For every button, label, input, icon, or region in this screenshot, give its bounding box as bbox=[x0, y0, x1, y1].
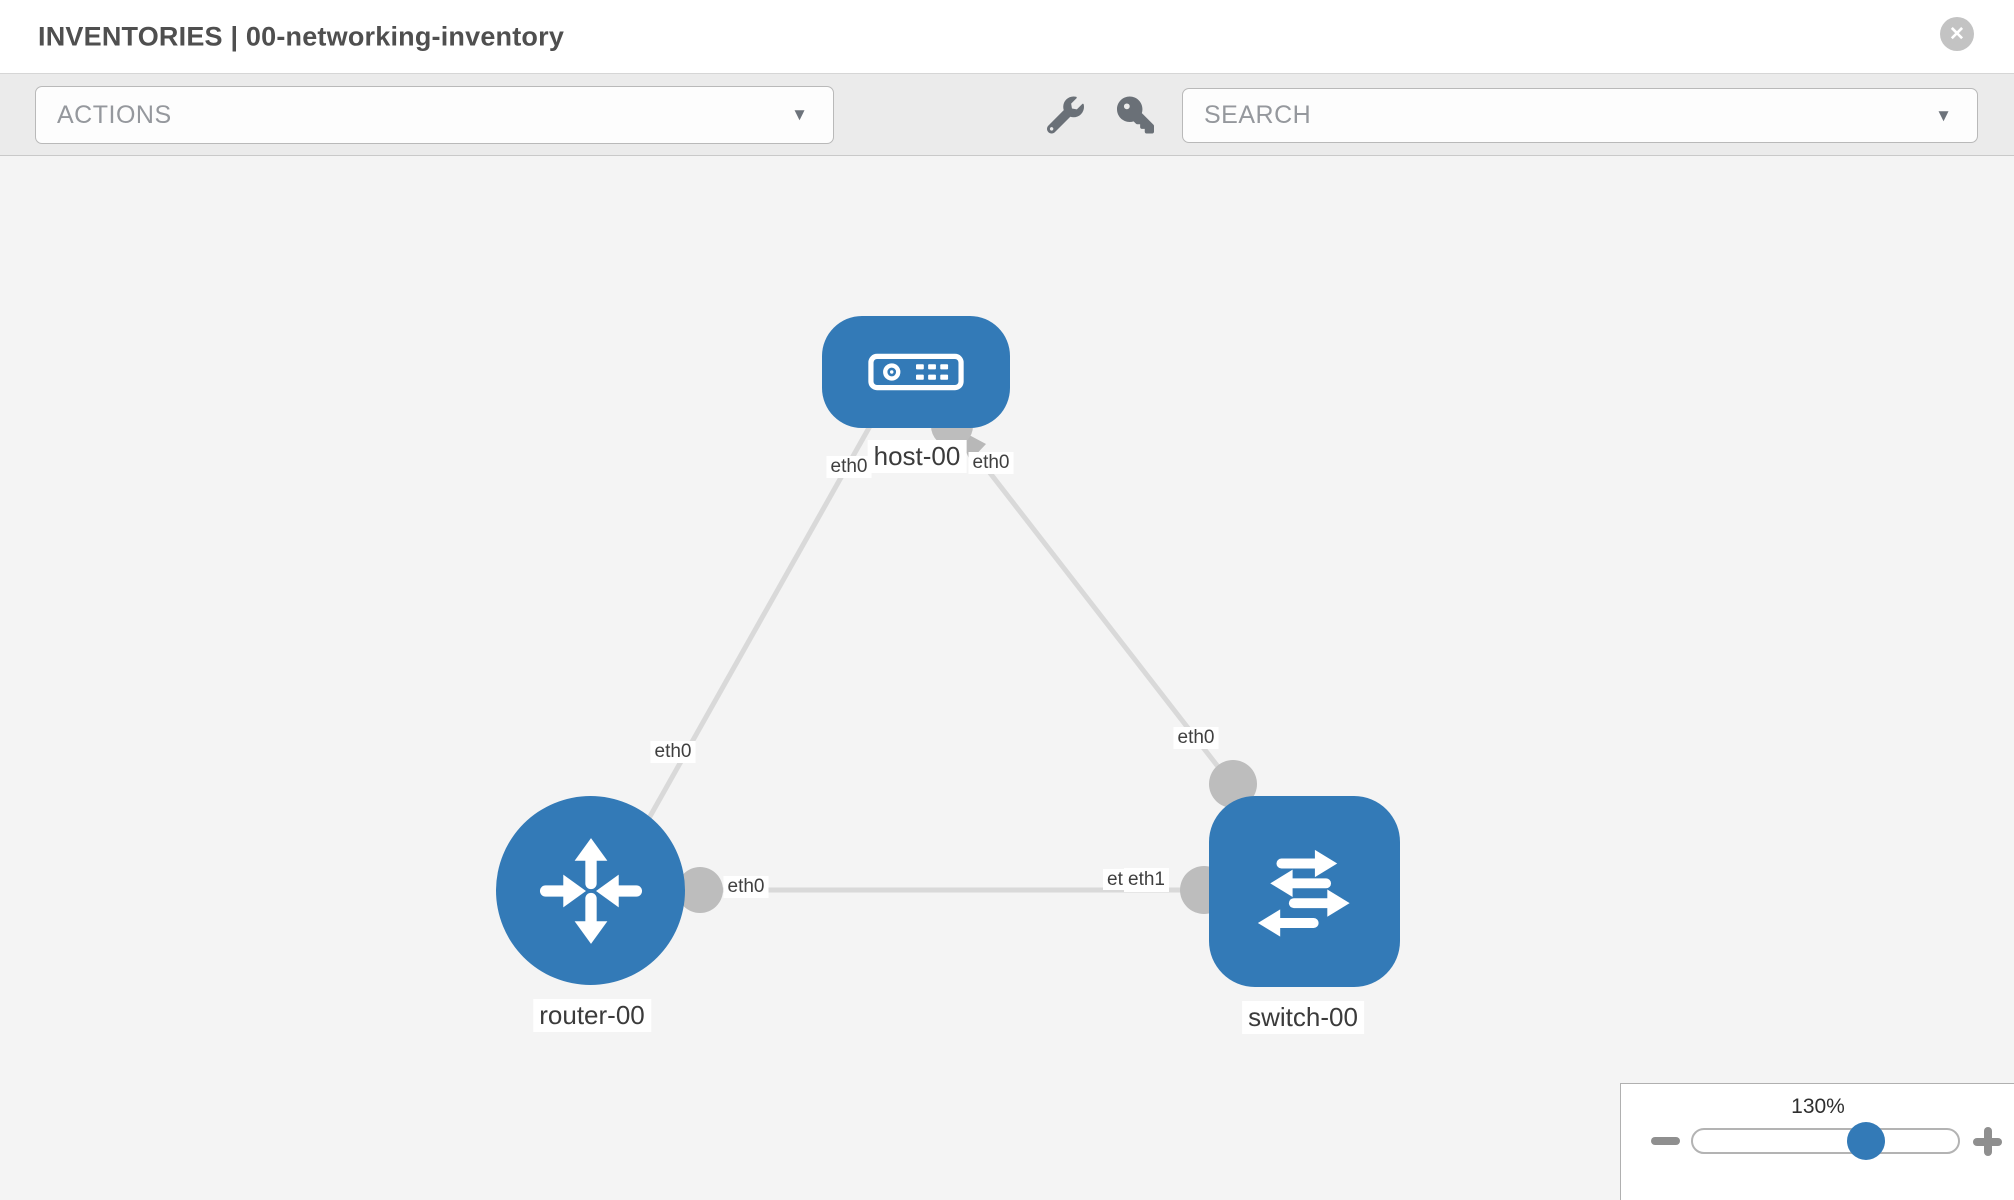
switch-icon bbox=[1257, 849, 1350, 937]
interface-label: eth1 bbox=[1124, 868, 1169, 892]
node-label-switch[interactable]: switch-00 bbox=[1242, 1001, 1364, 1034]
actions-dropdown-label: ACTIONS bbox=[57, 100, 172, 129]
chevron-down-icon: ▼ bbox=[1935, 105, 1952, 125]
port-connector[interactable] bbox=[677, 867, 723, 913]
node-label-host[interactable]: host-00 bbox=[867, 440, 967, 473]
page-title: INVENTORIES | 00-networking-inventory bbox=[38, 21, 565, 51]
interface-label: eth0 bbox=[1173, 727, 1219, 749]
close-icon: ✕ bbox=[1949, 23, 1965, 45]
actions-dropdown[interactable]: ACTIONS ▼ bbox=[35, 86, 834, 144]
search-placeholder: SEARCH bbox=[1204, 101, 1312, 129]
zoom-slider-knob[interactable] bbox=[1847, 1122, 1885, 1160]
topology-canvas[interactable]: host-00 router-00 switch-00 eth0 eth0 et… bbox=[0, 156, 2014, 1200]
node-switch-00[interactable] bbox=[1209, 796, 1400, 987]
link-host-switch[interactable] bbox=[950, 422, 1235, 788]
interface-label: eth0 bbox=[826, 456, 872, 478]
interface-label-overlapping: eth0 eth1 bbox=[1103, 868, 1169, 892]
plus-icon-bar bbox=[1984, 1127, 1992, 1156]
node-label-router[interactable]: router-00 bbox=[533, 999, 651, 1032]
node-router-00[interactable] bbox=[496, 796, 685, 985]
interface-label: eth0 bbox=[723, 876, 769, 898]
toolbar: ACTIONS ▼ SEARCH ▼ bbox=[0, 73, 2014, 156]
links-layer bbox=[645, 405, 1257, 914]
close-button[interactable]: ✕ bbox=[1940, 17, 1974, 51]
node-host-00[interactable] bbox=[822, 316, 1010, 428]
interface-label: eth0 bbox=[968, 452, 1014, 474]
zoom-out-button minus-icon[interactable] bbox=[1651, 1137, 1680, 1145]
wrench-icon[interactable] bbox=[1047, 96, 1084, 133]
host-icon bbox=[868, 353, 964, 391]
zoom-in-button plus-icon[interactable] bbox=[1973, 1127, 2002, 1156]
zoom-panel: 130% bbox=[1620, 1083, 2014, 1200]
zoom-slider-track[interactable] bbox=[1691, 1122, 1960, 1160]
interface-label: eth0 bbox=[650, 741, 696, 763]
router-icon bbox=[539, 837, 642, 944]
key-icon[interactable] bbox=[1117, 96, 1154, 133]
chevron-down-icon: ▼ bbox=[791, 105, 808, 124]
header: INVENTORIES | 00-networking-inventory ✕ bbox=[0, 0, 2014, 73]
search-dropdown[interactable]: SEARCH ▼ bbox=[1182, 88, 1978, 143]
zoom-level: 130% bbox=[1791, 1095, 1845, 1118]
